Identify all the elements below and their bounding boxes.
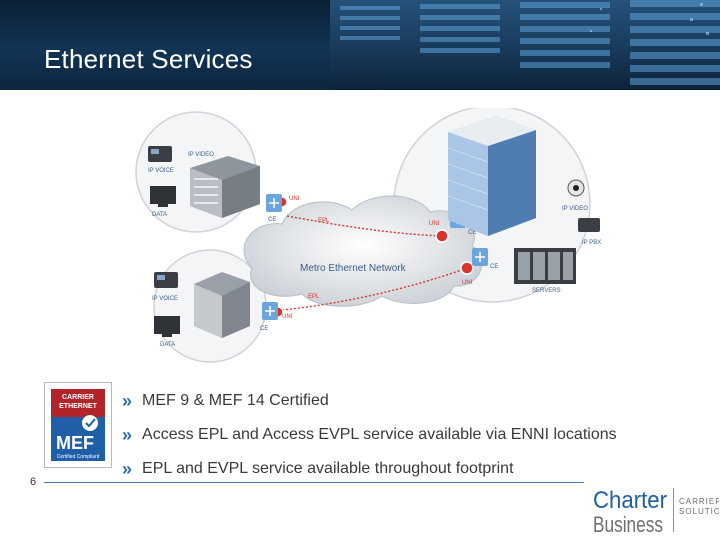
charter-line2: SOLUTIONS <box>679 507 719 516</box>
bullet-item: » MEF 9 & MEF 14 Certified <box>122 384 617 418</box>
server-rack-background <box>330 0 720 90</box>
ce-label: CE <box>468 230 476 236</box>
ce-router-icon <box>472 248 488 266</box>
epl-label: EPL <box>318 218 330 224</box>
metro-ethernet-cloud <box>243 195 483 307</box>
mef-wordmark: MEF <box>56 433 94 453</box>
ip-phone-icon <box>148 146 172 162</box>
mef-certified-logo: CARRIER ETHERNET MEF Certified Compliant <box>44 382 112 468</box>
servers-label: SERVERS <box>532 288 561 294</box>
slide-title: Ethernet Services <box>44 44 253 74</box>
mef-sub: Certified Compliant <box>57 454 100 460</box>
bullet-list: » MEF 9 & MEF 14 Certified » Access EPL … <box>122 384 617 486</box>
uni-label: UNI <box>429 221 440 227</box>
data-label: DATA <box>152 212 167 218</box>
epl-label: EPL <box>308 294 320 300</box>
bullet-marker: » <box>122 424 133 445</box>
building-icon <box>190 156 260 218</box>
uni-label: UNI <box>289 196 300 202</box>
epl-path-bottom <box>281 267 468 311</box>
network-diagram: Metro Ethernet Network UNI CE EPL UNI CE… <box>135 108 601 363</box>
page-number: 6 <box>30 476 37 488</box>
bullet-text: Access EPL and Access EVPL service avail… <box>142 426 617 443</box>
bullet-item: » Access EPL and Access EVPL service ava… <box>122 418 617 452</box>
uni-label: UNI <box>462 280 473 286</box>
monitor-icon <box>154 316 180 337</box>
ip-voice-label: IP VOICE <box>152 296 178 302</box>
ip-phone-icon <box>154 272 178 288</box>
charter-line1: CARRIER <box>679 497 719 506</box>
bullet-text: EPL and EVPL service available throughou… <box>142 460 514 477</box>
office-tower-icon <box>447 116 536 236</box>
ce-label: CE <box>260 326 268 332</box>
servers-icon <box>514 248 576 284</box>
bullet-text: MEF 9 & MEF 14 Certified <box>142 392 329 409</box>
ip-voice-label: IP VOICE <box>148 168 174 174</box>
header-banner: Ethernet Services <box>0 0 720 90</box>
epl-path-top <box>286 215 443 237</box>
ce-router-icon <box>262 302 278 320</box>
mef-line1: CARRIER <box>62 394 94 401</box>
footer-rule <box>44 482 584 483</box>
charter-business-logo: Charter Business CARRIER SOLUTIONS <box>593 487 719 536</box>
ip-phone-icon <box>578 218 600 232</box>
ce-label: CE <box>490 264 498 270</box>
mef-line2: ETHERNET <box>59 403 97 410</box>
ip-camera-icon <box>567 179 585 197</box>
ip-pbx-label: IP PBX <box>582 240 601 246</box>
ce-router-icon <box>266 194 282 212</box>
monitor-icon <box>150 186 176 207</box>
uni-label: UNI <box>282 314 293 320</box>
mef-logo-graphic: CARRIER ETHERNET MEF Certified Compliant <box>49 387 107 463</box>
charter-business: Business <box>593 512 663 536</box>
ce-label: CE <box>268 217 276 223</box>
data-label: DATA <box>160 342 175 348</box>
uni-node-right-top <box>435 229 449 243</box>
cloud-label: Metro Ethernet Network <box>300 263 407 274</box>
uni-node-right-bottom <box>460 261 474 275</box>
ip-video-label: IP VIDEO <box>562 206 588 212</box>
building-icon <box>194 272 250 338</box>
bullet-marker: » <box>122 458 133 479</box>
charter-brand: Charter <box>593 487 667 514</box>
bullet-marker: » <box>122 390 133 411</box>
bullet-item: » EPL and EVPL service available through… <box>122 452 617 486</box>
ip-video-label: IP VIDEO <box>188 152 214 158</box>
